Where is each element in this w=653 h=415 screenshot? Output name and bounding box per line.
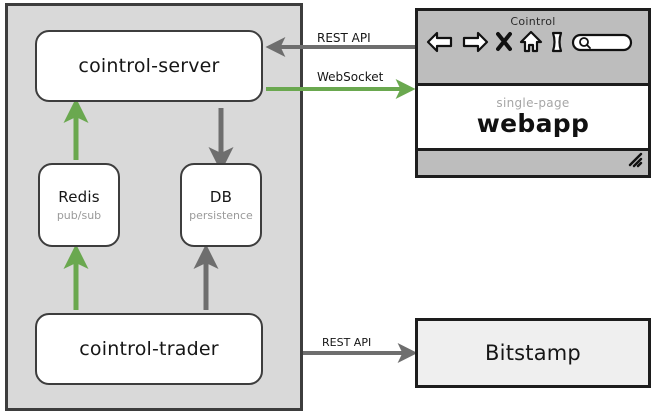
browser-viewport: single-page webapp — [418, 86, 648, 148]
node-cointrol-server-label: cointrol-server — [78, 55, 220, 77]
node-redis-sublabel: pub/sub — [56, 209, 102, 222]
node-redis-label: Redis — [58, 188, 100, 206]
search-box-icon[interactable] — [571, 30, 633, 58]
browser-chrome: Cointrol — [418, 11, 648, 86]
node-bitstamp-label: Bitstamp — [485, 341, 581, 365]
webapp-sublabel: single-page — [496, 96, 570, 110]
node-redis[interactable]: Redis pub/sub — [38, 163, 120, 247]
node-db[interactable]: DB persistence — [180, 163, 262, 247]
resize-grip-icon[interactable] — [627, 152, 643, 172]
edge-label-rest-api-bitstamp: REST API — [322, 336, 372, 349]
edge-label-rest-api-webapp: REST API — [317, 31, 371, 45]
edge-label-websocket: WebSocket — [317, 70, 384, 84]
browser-window: Cointrol — [415, 8, 651, 178]
node-bitstamp[interactable]: Bitstamp — [415, 318, 651, 388]
browser-toolbar — [418, 28, 648, 58]
node-db-sublabel: persistence — [189, 209, 253, 222]
page-icon[interactable] — [550, 30, 564, 58]
home-icon[interactable] — [519, 30, 543, 58]
stop-x-icon[interactable] — [496, 30, 512, 58]
browser-statusbar — [418, 148, 648, 175]
node-cointrol-trader[interactable]: cointrol-trader — [35, 313, 263, 385]
webapp-label: webapp — [476, 109, 590, 138]
forward-arrow-icon[interactable] — [461, 30, 489, 58]
node-db-label: DB — [209, 188, 233, 206]
node-cointrol-server[interactable]: cointrol-server — [35, 30, 263, 102]
back-arrow-icon[interactable] — [426, 30, 454, 58]
node-cointrol-trader-label: cointrol-trader — [79, 338, 219, 360]
browser-title: Cointrol — [510, 15, 556, 28]
